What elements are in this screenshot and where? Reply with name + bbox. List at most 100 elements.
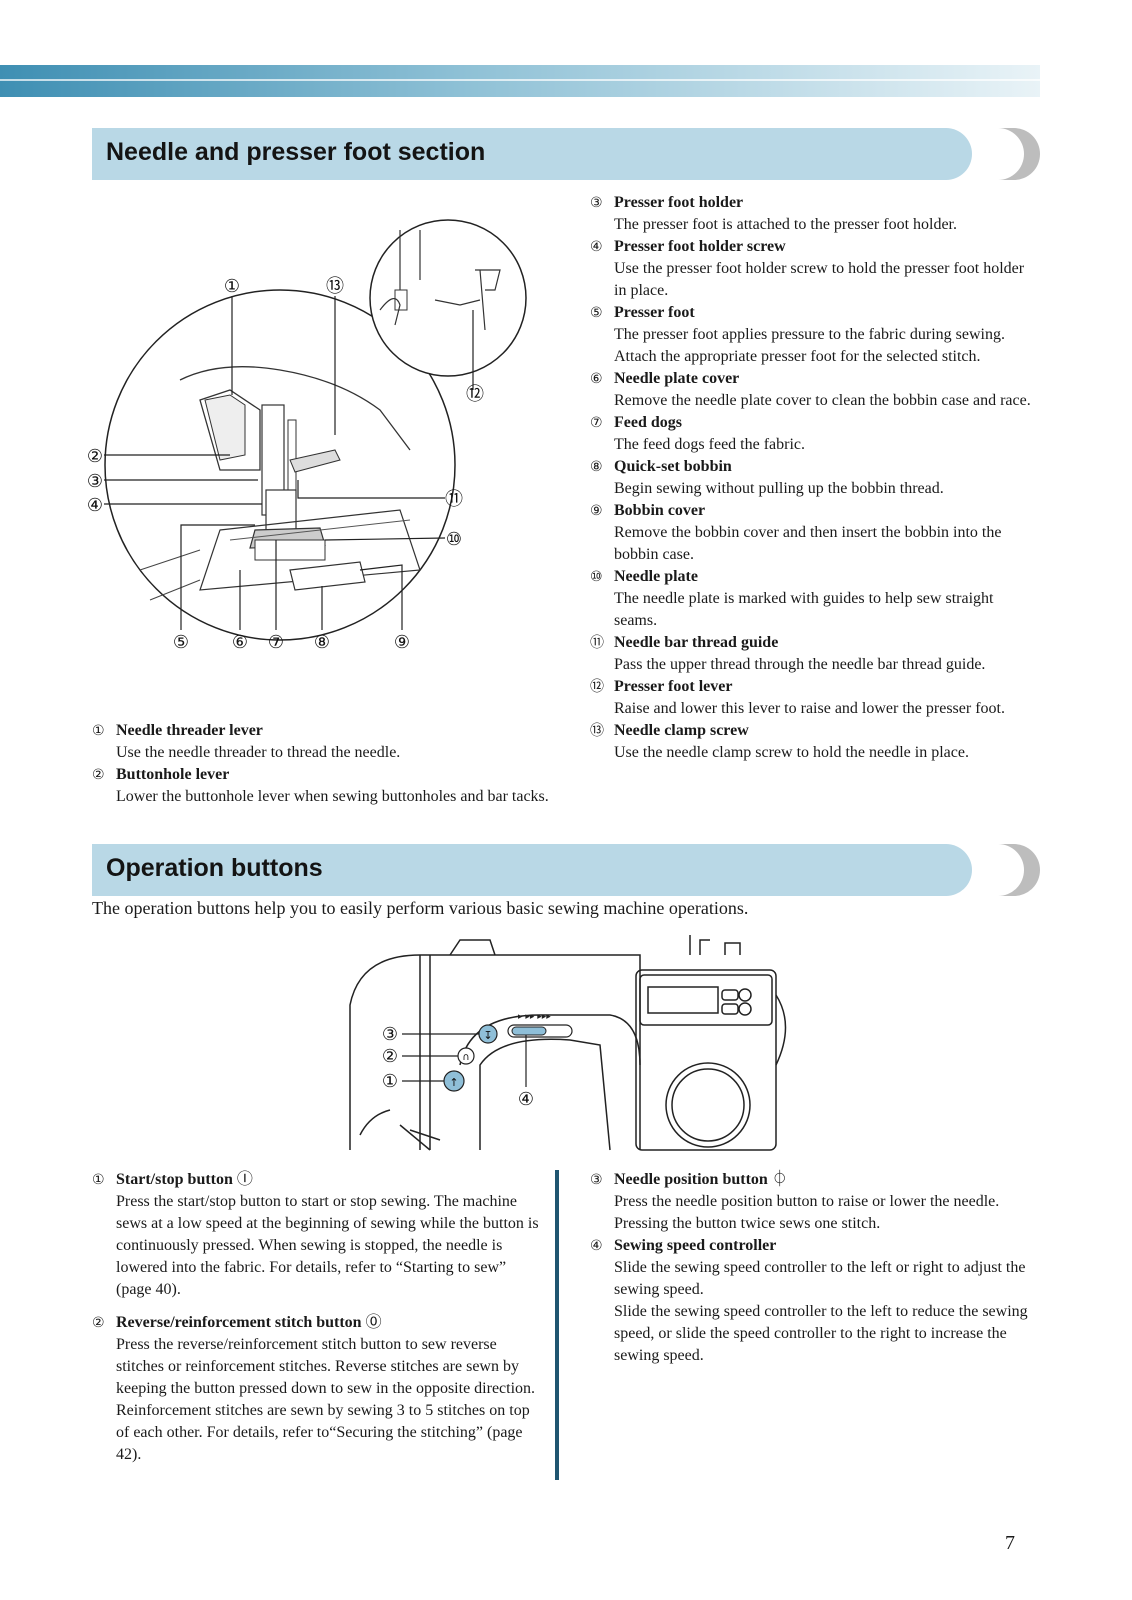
- callout-3: ③: [87, 471, 103, 492]
- item-needle-threader-lever: ① Needle threader lever Use the needle th…: [92, 720, 552, 764]
- callout-13: ⑬: [326, 276, 344, 297]
- item-number: ⑨: [590, 503, 603, 519]
- callout-9: ⑨: [394, 632, 410, 653]
- item-title: Feed dogs: [614, 414, 682, 431]
- item-title: Presser foot: [614, 304, 695, 321]
- section-title: Needle and presser foot section: [106, 138, 486, 166]
- item-title: Presser foot holder: [614, 194, 744, 211]
- item-desc: Raise and lower this lever to raise and …: [614, 700, 1005, 717]
- section-header-needle: Needle and presser foot section: [92, 128, 1040, 180]
- item-desc: Press the start/stop button to start or …: [116, 1193, 539, 1298]
- callout-6: ⑥: [232, 632, 248, 653]
- callout-7: ⑦: [268, 632, 284, 653]
- item-number: ⑥: [590, 371, 603, 387]
- item-desc: Use the needle clamp screw to hold the n…: [614, 744, 969, 761]
- item-title: Buttonhole lever: [116, 766, 230, 783]
- item-number: ③: [590, 1172, 603, 1188]
- page-number: 7: [1005, 1532, 1015, 1554]
- svg-text:∩: ∩: [462, 1052, 469, 1063]
- item-number: ⑤: [590, 305, 603, 321]
- item-buttonhole-lever: ② Buttonhole lever Lower the buttonhole l…: [92, 764, 552, 808]
- item-desc: Press the needle position button to rais…: [614, 1193, 1000, 1232]
- item-desc: The presser foot applies pressure to the…: [614, 326, 1005, 365]
- item-title: Needle threader lever: [116, 722, 263, 739]
- needle-presser-diagram: ① ⑬ ② ③ ④ ⑤ ⑥ ⑦ ⑧ ⑨ ⑩ ⑪ ⑫: [87, 219, 527, 653]
- item-needle-position-button: ③ Needle position button⏀ Press the needl…: [590, 1168, 1040, 1235]
- item-number: ①: [92, 1172, 105, 1188]
- item-title: Needle plate cover: [614, 370, 740, 387]
- item-desc: Press the reverse/reinforcement stitch b…: [116, 1336, 536, 1463]
- svg-text:↑: ↑: [449, 1076, 458, 1089]
- item-number: ⑦: [590, 415, 603, 431]
- start-stop-icon: Ⓘ: [236, 1169, 253, 1188]
- item-number: ⑬: [590, 723, 604, 739]
- item-number: ⑪: [590, 635, 604, 651]
- item-desc: Slide the sewing speed controller to the…: [614, 1259, 1026, 1298]
- item-desc: Pass the upper thread through the needle…: [614, 656, 986, 673]
- item-desc: The presser foot is attached to the pres…: [614, 216, 957, 233]
- callout-12: ⑫: [466, 384, 484, 405]
- chevron-right-icon: [998, 128, 1040, 180]
- item-title: Needle position button: [614, 1171, 768, 1188]
- op-callout-4: ④: [518, 1089, 534, 1110]
- callout-10: ⑩: [446, 529, 462, 550]
- item-number: ⑧: [590, 459, 603, 475]
- item-desc: Remove the needle plate cover to clean t…: [614, 392, 1031, 409]
- item-title: Needle plate: [614, 568, 698, 585]
- item-title: Presser foot lever: [614, 678, 733, 695]
- op-callout-2: ②: [382, 1046, 398, 1067]
- callout-8: ⑧: [314, 632, 330, 653]
- op-callout-1: ①: [382, 1071, 398, 1092]
- item-title: Sewing speed controller: [614, 1237, 777, 1254]
- op-callout-3: ③: [382, 1024, 398, 1045]
- callout-11: ⑪: [445, 489, 463, 510]
- section-title: Operation buttons: [106, 854, 323, 882]
- item-title: Reverse/reinforcement stitch button: [116, 1314, 362, 1331]
- item-number: ⑩: [590, 569, 603, 585]
- column-divider: [555, 1170, 559, 1480]
- item-title: Quick-set bobbin: [614, 458, 732, 475]
- item-number: ②: [92, 767, 105, 783]
- item-number: ④: [590, 239, 603, 255]
- item-title: Presser foot holder screw: [614, 238, 786, 255]
- callout-4: ④: [87, 495, 103, 516]
- chevron-right-icon: [998, 844, 1040, 896]
- top-banner: [0, 65, 1040, 97]
- item-desc: Use the presser foot holder screw to hol…: [614, 260, 1025, 299]
- operation-buttons-diagram: ▸ ▸▸ ▸▸▸ ↧ ∩ ↑ ③ ② ① ④: [349, 935, 787, 1151]
- item-desc: Remove the bobbin cover and then insert …: [614, 524, 1002, 563]
- item-sewing-speed-controller: ④ Sewing speed controller Slide the sewin…: [590, 1235, 1040, 1367]
- item-number: ④: [590, 1238, 603, 1254]
- item-title: Start/stop button: [116, 1171, 233, 1188]
- operation-list-right: ③ Needle position button⏀ Press the needl…: [590, 1168, 1040, 1367]
- item-desc: Use the needle threader to thread the ne…: [116, 744, 401, 761]
- needle-position-icon: ⏀: [771, 1169, 788, 1188]
- section-header-operation: Operation buttons: [92, 844, 1040, 896]
- item-desc: Slide the sewing speed controller to the…: [614, 1303, 1028, 1364]
- item-number: ③: [590, 195, 603, 211]
- item-number: ②: [92, 1315, 105, 1331]
- item-number: ①: [92, 723, 105, 739]
- svg-text:↧: ↧: [483, 1029, 492, 1042]
- svg-text:▸ ▸▸ ▸▸▸: ▸ ▸▸ ▸▸▸: [518, 1012, 551, 1022]
- item-number: ⑫: [590, 679, 604, 695]
- item-title: Bobbin cover: [614, 502, 706, 519]
- item-title: Needle clamp screw: [614, 722, 749, 739]
- item-desc: Lower the buttonhole lever when sewing b…: [116, 788, 549, 805]
- reverse-stitch-icon: ⓪: [365, 1312, 382, 1331]
